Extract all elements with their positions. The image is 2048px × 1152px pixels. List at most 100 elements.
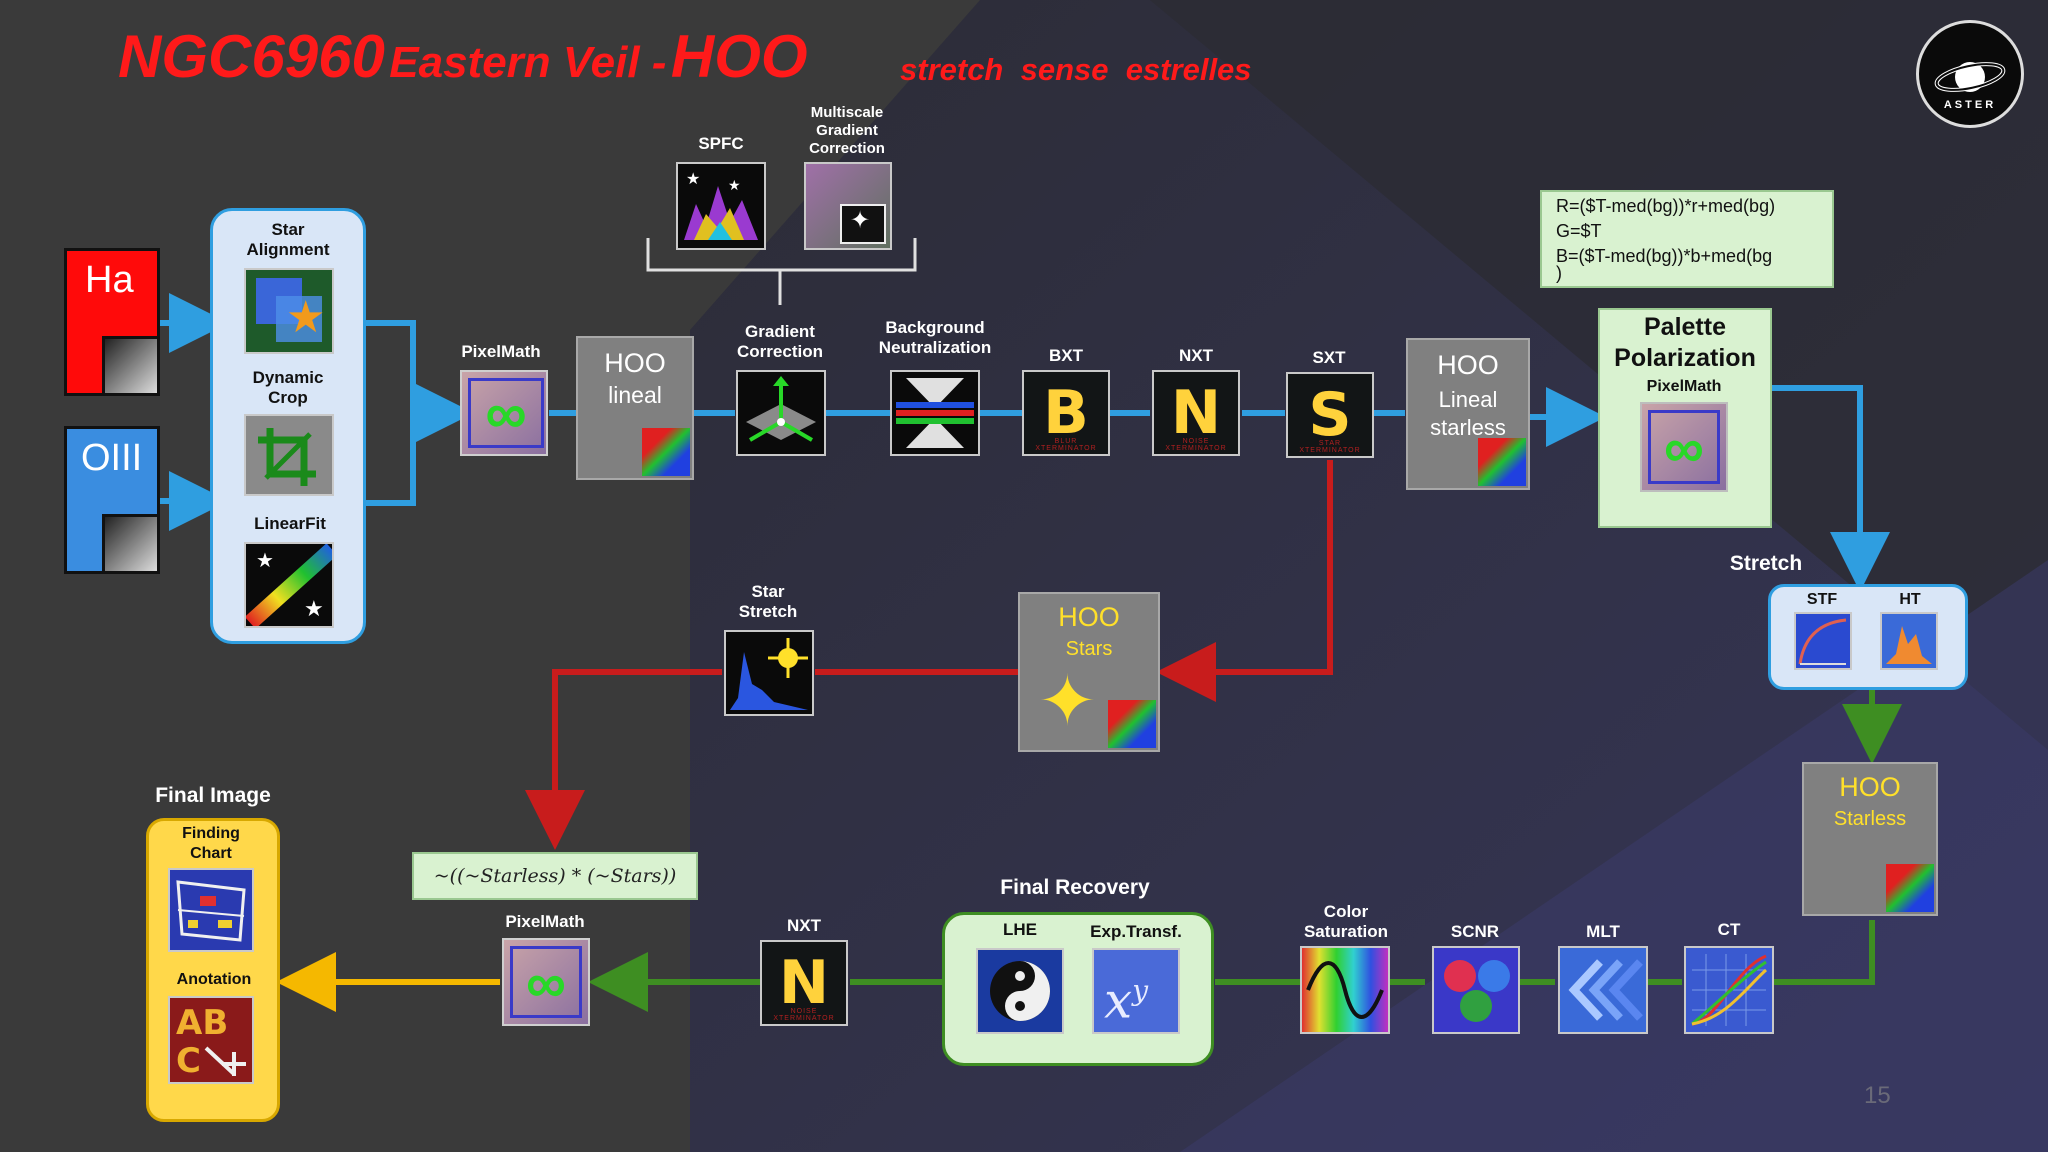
- bxt-letter: B: [1043, 378, 1089, 448]
- anotation-tool[interactable]: AB C: [168, 996, 254, 1084]
- formula-b-end: ): [1556, 263, 1562, 283]
- ha-channel: Ha: [64, 248, 160, 396]
- ht-label: HT: [1899, 591, 1921, 608]
- bxt-label: BXT: [1049, 346, 1083, 365]
- star-icon: ★: [286, 293, 326, 342]
- saturn-icon: [1934, 62, 2006, 92]
- aster-logo: ASTER: [1916, 20, 2024, 128]
- oiii-label: OIII: [81, 437, 143, 479]
- mgc-tool[interactable]: ✦: [804, 162, 892, 250]
- rgb-thumbnail: [1478, 438, 1526, 486]
- linear-fit-tool[interactable]: ★ ★: [244, 542, 334, 628]
- gradient-correction-tool[interactable]: [736, 370, 826, 456]
- final-nxt-letter: N: [778, 948, 830, 1018]
- nxt-letter: N: [1170, 378, 1222, 448]
- formula-g: G=$T: [1556, 221, 1602, 241]
- exp-transf-tool[interactable]: xy: [1092, 948, 1180, 1034]
- final-pixelmath-label: PixelMath: [505, 912, 585, 931]
- hoo-starless-title: HOO: [1839, 772, 1901, 802]
- sxt-label: SXT: [1312, 348, 1346, 367]
- pixelmath-combine-tool[interactable]: ∞: [460, 370, 548, 456]
- sparkle-icon: ✦: [850, 207, 871, 234]
- nxt-name: NOISE XTERMINATOR: [1165, 438, 1227, 452]
- hoo-starless-image: HOO Starless: [1802, 762, 1938, 916]
- ha-thumbnail: [102, 336, 157, 393]
- final-pixelmath-tool[interactable]: ∞: [502, 938, 590, 1026]
- nxt-tool[interactable]: N NOISE XTERMINATOR: [1152, 370, 1240, 456]
- bxt-tool[interactable]: B BLUR XTERMINATOR: [1022, 370, 1110, 456]
- star-stretch-tool[interactable]: [724, 630, 814, 716]
- hoo-starless-lineal-title: HOO: [1437, 350, 1499, 380]
- background-neutralization-label: Background Neutralization: [878, 318, 992, 357]
- final-nxt-label: NXT: [787, 916, 821, 935]
- palette-pixelmath-tool[interactable]: ∞: [1640, 402, 1728, 492]
- linear-fit-label: LinearFit: [254, 514, 326, 533]
- four-point-star-icon: ✦: [1038, 662, 1097, 740]
- logo-text: ASTER: [1943, 99, 1997, 111]
- chevrons-icon: [1568, 959, 1643, 1021]
- dynamic-crop-tool[interactable]: [244, 414, 334, 496]
- final-nxt-tool[interactable]: N NOISE XTERMINATOR: [760, 940, 848, 1026]
- slide-subtitle: stretch sense estrelles: [900, 52, 1252, 87]
- yin-yang-icon: [990, 961, 1050, 1021]
- ht-tool[interactable]: [1880, 612, 1938, 670]
- curve-icon: [1798, 618, 1847, 665]
- gradient-arrows-icon: [746, 376, 816, 442]
- infinity-icon: ∞: [510, 946, 582, 1018]
- mlt-label: MLT: [1586, 922, 1620, 941]
- hoo-stars-subtitle: Stars: [1065, 638, 1113, 660]
- crop-icon: [258, 428, 316, 486]
- rgb-thumbnail: [1108, 700, 1156, 748]
- page-number: 15: [1864, 1082, 1891, 1109]
- hoo-lineal-subtitle: lineal: [608, 382, 662, 408]
- rgb-thumbnail: [642, 428, 690, 476]
- star-histogram-icon: [730, 638, 808, 710]
- color-saturation-label: Color Saturation: [1303, 902, 1389, 941]
- mlt-tool[interactable]: [1558, 946, 1648, 1034]
- exponent-icon: xy: [1104, 971, 1149, 1030]
- ct-tool[interactable]: [1684, 946, 1774, 1034]
- rgb-circles-icon: [1460, 990, 1492, 1022]
- exp-transf-label: Exp.Transf.: [1090, 922, 1182, 941]
- scnr-tool[interactable]: [1432, 946, 1520, 1034]
- hoo-stars-title: HOO: [1058, 602, 1120, 632]
- title-palette: HOO: [670, 23, 808, 90]
- bxt-name: BLUR XTERMINATOR: [1035, 438, 1097, 452]
- hoo-starless-subtitle: Starless: [1833, 808, 1907, 830]
- neutralize-icon: [896, 378, 974, 448]
- pixelmath-label: PixelMath: [461, 342, 541, 361]
- formula-r: R=($T-med(bg))*r+med(bg): [1556, 196, 1776, 216]
- finding-chart-tool[interactable]: [168, 868, 254, 952]
- nxt-label: NXT: [1179, 346, 1213, 365]
- hoo-lineal-title: HOO: [604, 348, 666, 378]
- color-saturation-tool[interactable]: [1300, 946, 1390, 1034]
- finding-chart-label: Finding Chart: [182, 825, 240, 862]
- final-nxt-name: NOISE XTERMINATOR: [773, 1008, 835, 1022]
- ct-label: CT: [1717, 920, 1741, 939]
- svg-text:AB: AB: [176, 1003, 228, 1043]
- sxt-tool[interactable]: S STAR XTERMINATOR: [1286, 372, 1374, 458]
- spfc-tool[interactable]: ★ ★: [676, 162, 766, 250]
- final-image-title: Final Image: [155, 784, 271, 807]
- scnr-label: SCNR: [1450, 922, 1500, 941]
- lhe-label: LHE: [1003, 920, 1037, 939]
- final-recovery-title: Final Recovery: [1000, 876, 1150, 899]
- slide-title: NGC6960 Eastern Veil - HOO: [118, 22, 808, 91]
- star-alignment-tool[interactable]: ★: [244, 268, 334, 354]
- palette-pixelmath-label: PixelMath: [1646, 378, 1722, 395]
- lhe-tool[interactable]: [976, 948, 1064, 1034]
- anotation-label: Anotation: [176, 971, 252, 988]
- svg-text:★: ★: [686, 171, 700, 188]
- stars-icon: ★: [256, 550, 274, 572]
- svg-text:C: C: [176, 1041, 201, 1081]
- curves-icon: [1691, 954, 1768, 1026]
- histogram-icon: [1886, 626, 1932, 664]
- infinity-icon: ∞: [1648, 410, 1720, 484]
- palette-formula-box: R=($T-med(bg))*r+med(bg) G=$T B=($T-med(…: [1540, 190, 1834, 288]
- background-neutralization-tool[interactable]: [890, 370, 980, 456]
- wave-icon: [1306, 961, 1384, 1019]
- stf-tool[interactable]: [1794, 612, 1852, 670]
- title-object: NGC6960: [118, 23, 385, 90]
- hoo-starless-lineal-subtitle: Lineal starless: [1430, 387, 1506, 440]
